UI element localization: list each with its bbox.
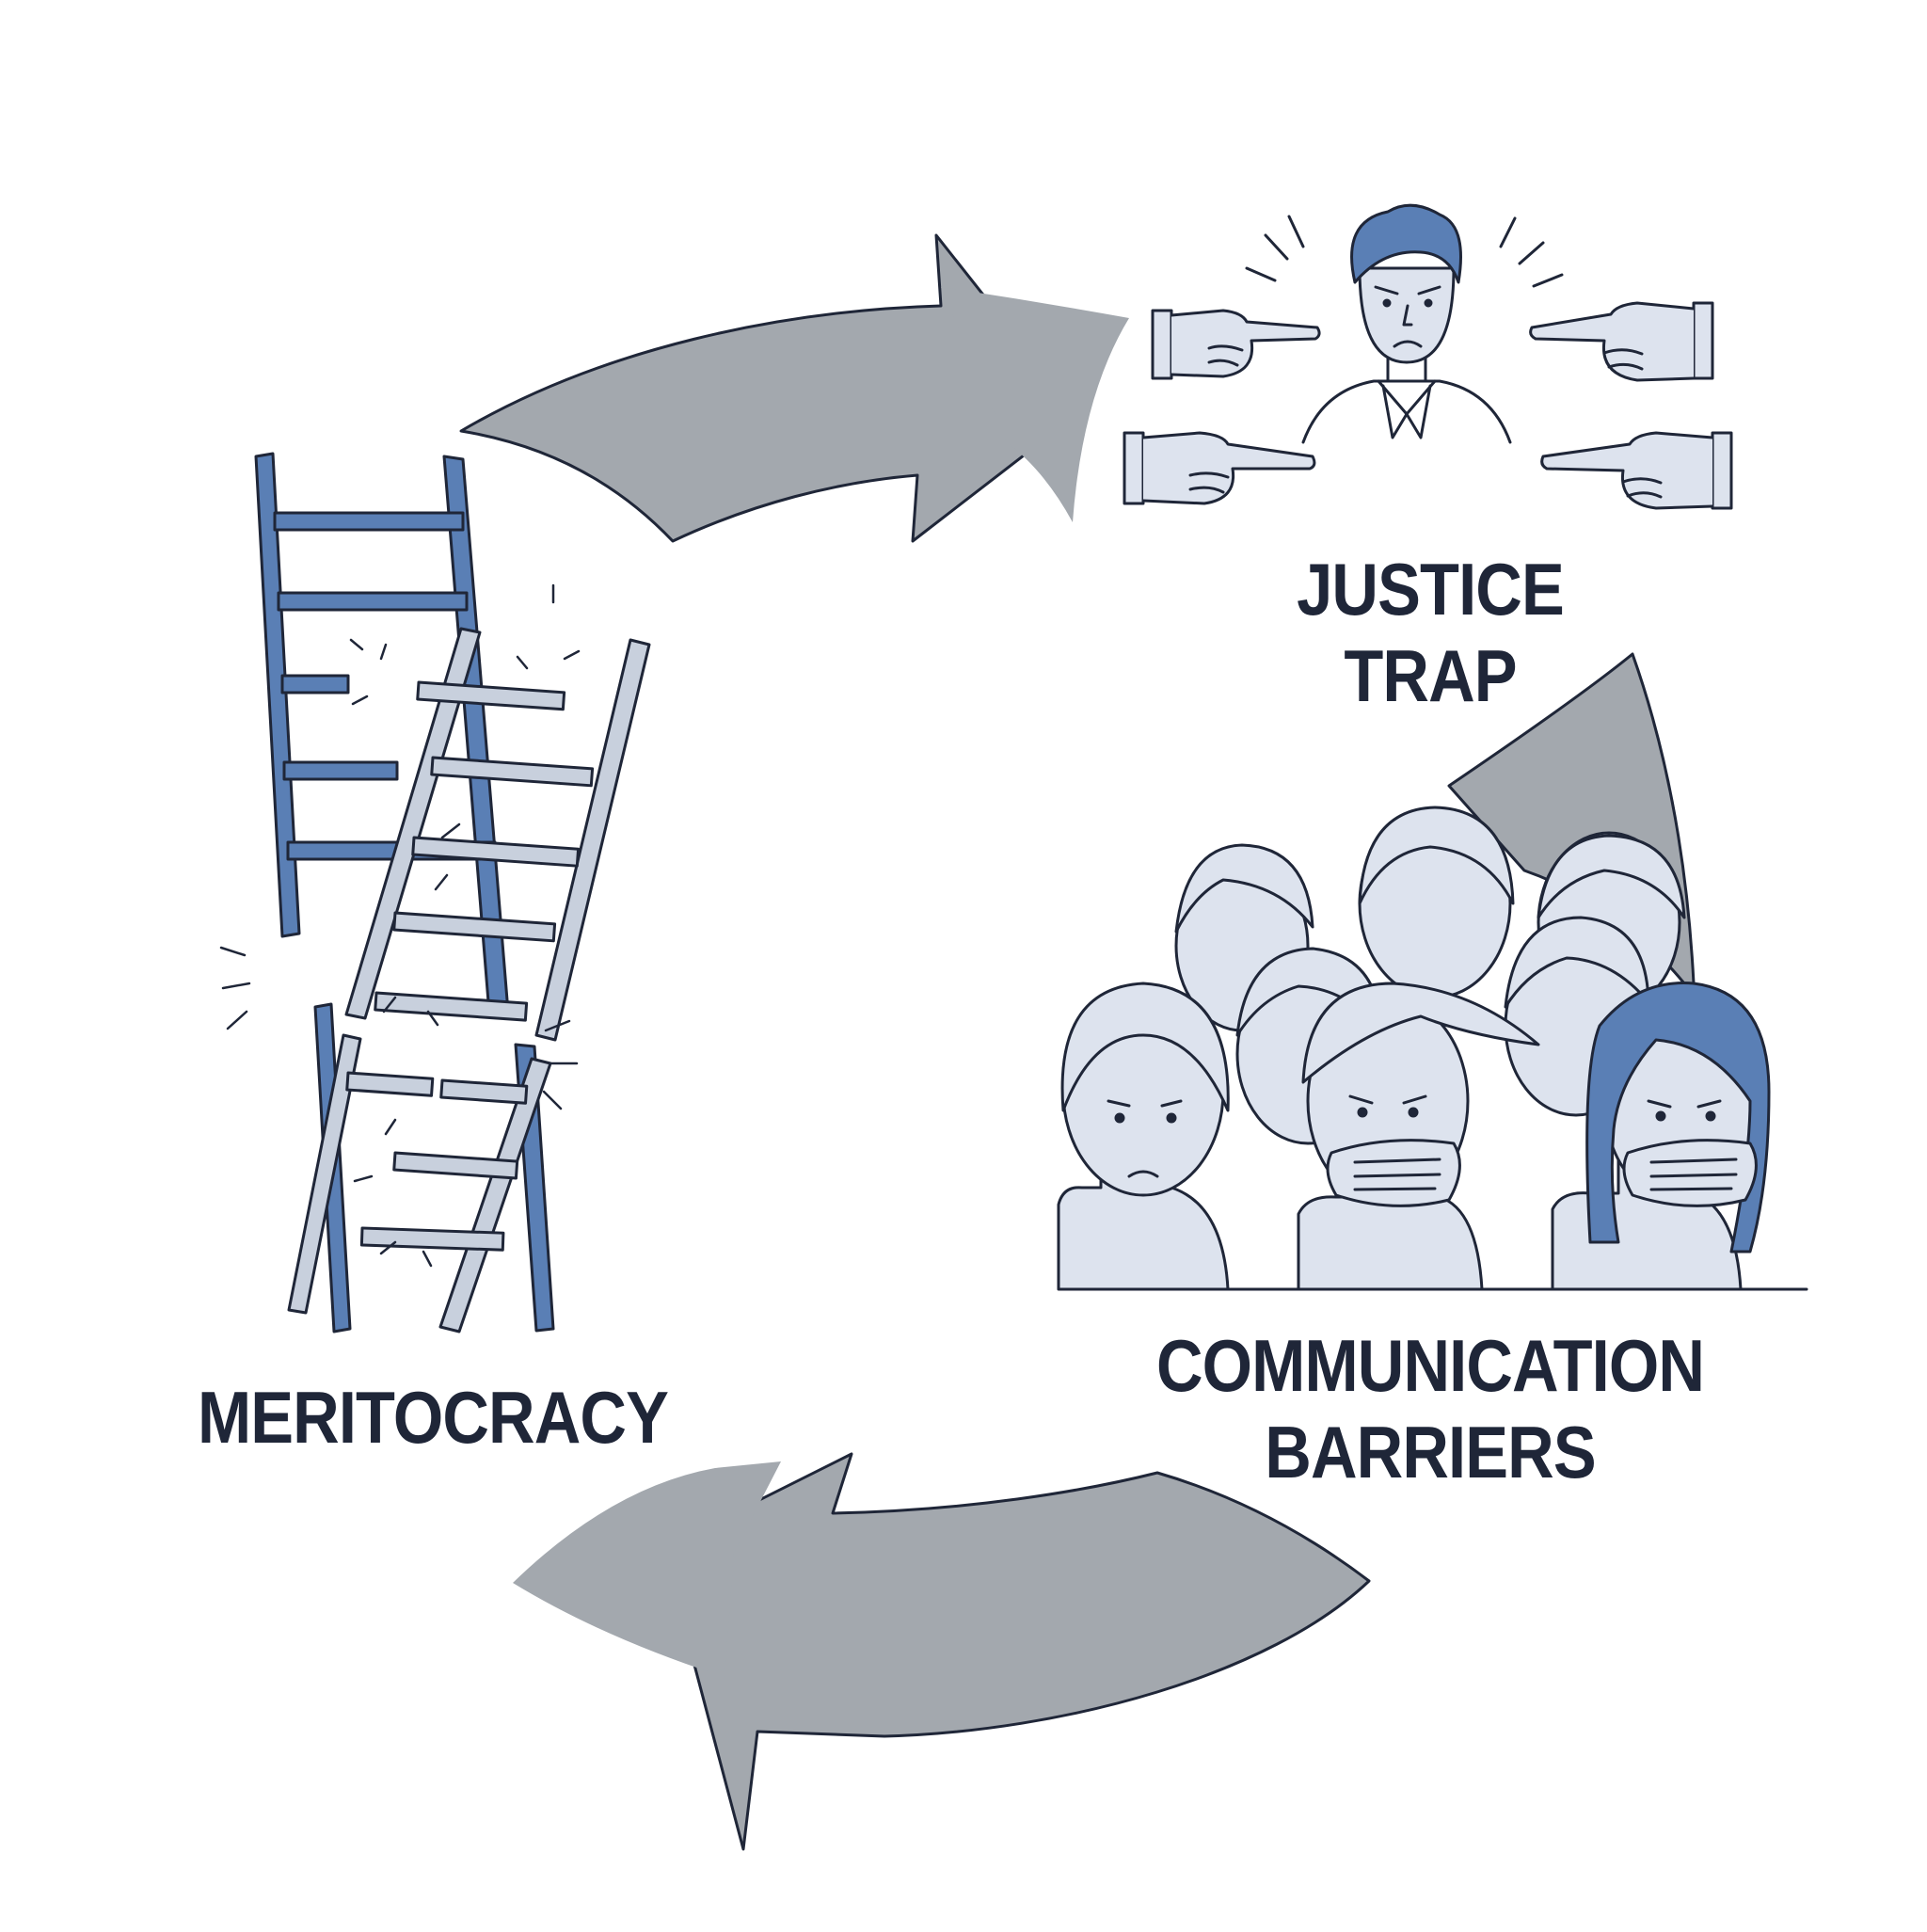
silenced-crowd-icon [1057, 806, 1808, 1291]
arrow-meritocracy-to-justice-trap [459, 233, 1079, 543]
person-shirt [1301, 379, 1512, 444]
crowd-person-front-center [1297, 982, 1540, 1291]
broken-ladder-icon [219, 452, 651, 1333]
pointing-hand-top-right [1529, 301, 1714, 382]
burst-lines [1245, 215, 1564, 288]
node-label-meritocracy: MERITOCRACY [176, 1374, 690, 1461]
pointing-hand-bottom-left [1123, 431, 1316, 505]
node-label-line: MERITOCRACY [197, 1376, 669, 1459]
node-label-line: COMMUNICATION [1155, 1324, 1705, 1407]
crowd-person-front-right [1551, 982, 1771, 1291]
node-label-communication-barriers: COMMUNICATION BARRIERS [1107, 1322, 1753, 1495]
crowd-person-back-center [1358, 806, 1515, 999]
arrow-top-tail [941, 287, 1129, 522]
hand-over-mouth [1326, 1139, 1461, 1207]
blamed-person-pointing-fingers-icon [1123, 203, 1733, 510]
ladder-back [254, 452, 555, 1333]
arrow-communication-to-meritocracy [661, 1452, 1371, 1851]
crack-sparks [219, 583, 581, 1268]
node-label-line: BARRIERS [1265, 1411, 1596, 1493]
person-hair [1350, 203, 1462, 284]
crowd-person-front-left [1057, 982, 1230, 1291]
blue-hair [1585, 982, 1771, 1253]
hand-over-mouth-right [1622, 1139, 1758, 1207]
node-label-line: TRAP [1344, 634, 1517, 717]
arrow-bottom-tail [513, 1461, 781, 1677]
ladder-front [287, 627, 651, 1333]
pointing-hand-top-left [1151, 309, 1321, 380]
pointing-hand-bottom-right [1540, 431, 1733, 510]
node-label-line: JUSTICE [1297, 548, 1565, 631]
node-label-justice-trap: JUSTICE TRAP [1190, 546, 1670, 719]
